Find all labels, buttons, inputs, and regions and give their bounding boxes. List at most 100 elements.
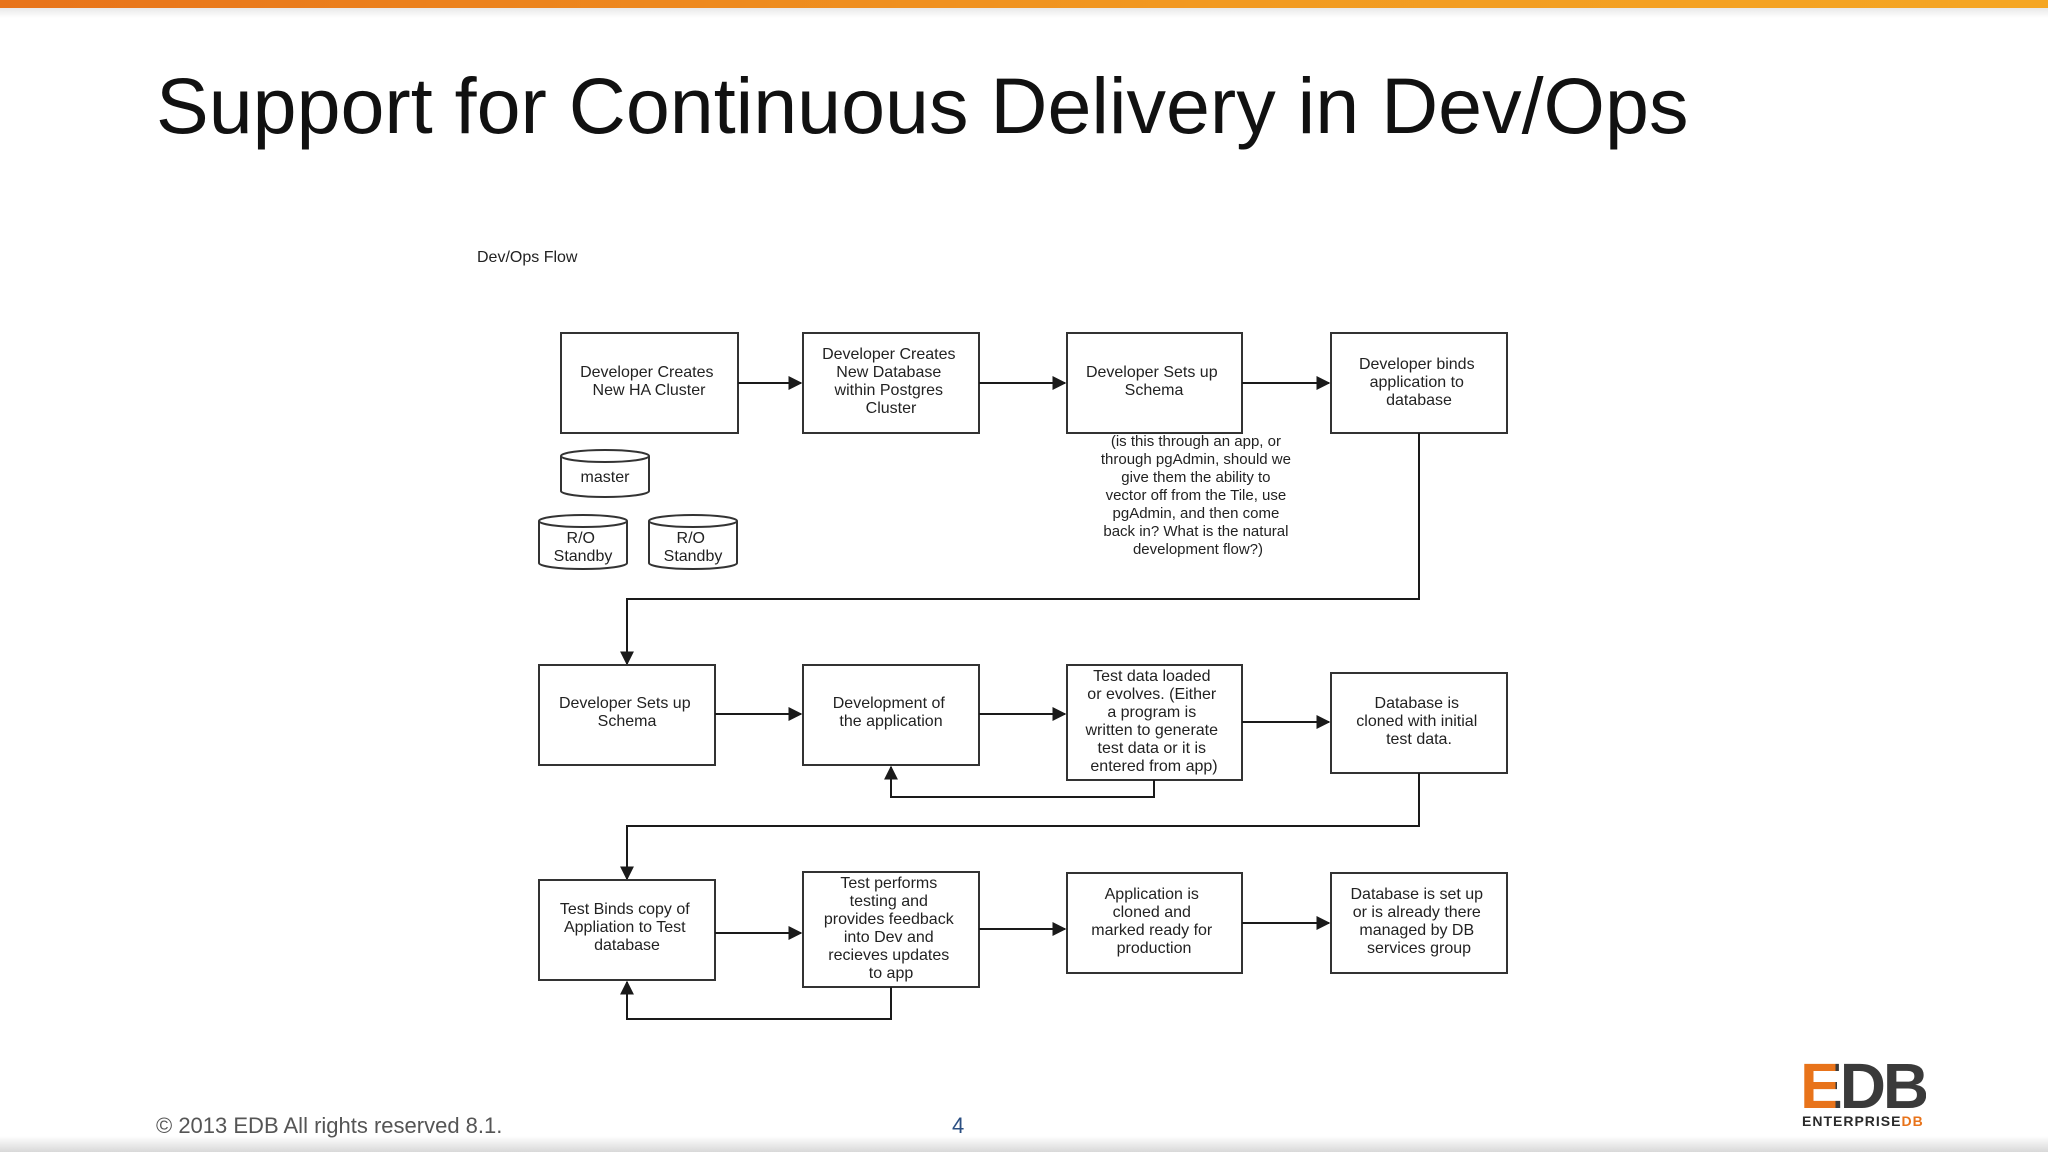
box-line: Developer Creates: [822, 346, 955, 363]
box-text: Test data loaded or evolves. (Either a p…: [1085, 668, 1223, 775]
note-line: pgAdmin, and then come: [1113, 505, 1280, 522]
schema-note: (is this through an app, or through pgAd…: [1101, 433, 1295, 558]
box-line: Test performs: [840, 875, 937, 892]
box-app-cloned: Application is cloned and marked ready f…: [1066, 872, 1243, 974]
logo-subtext: ENTERPRISEDB: [1802, 1113, 1924, 1129]
box-line: Test Binds copy of: [560, 901, 690, 918]
box-line: database: [594, 937, 660, 954]
box-line: cloned and: [1113, 904, 1191, 921]
box-text: Development of the application: [833, 695, 950, 730]
edb-logo: EDB ENTERPRISEDB: [1800, 1054, 1950, 1130]
box-line: the application: [839, 713, 942, 730]
diagram-caption: Dev/Ops Flow: [477, 249, 578, 266]
box-text: Database is set up or is already there m…: [1351, 886, 1488, 957]
box-create-database: Developer Creates New Database within Po…: [802, 332, 980, 434]
box-test-feedback: Test performs testing and provides feedb…: [802, 871, 980, 988]
box-line: testing and: [850, 893, 928, 910]
connector-arrow: [620, 773, 1420, 881]
box-line: Schema: [1125, 382, 1184, 399]
box-line: Development of: [833, 695, 946, 712]
box-text: Test Binds copy of Appliation to Test da…: [560, 901, 694, 954]
footer-shade: [0, 1136, 2048, 1152]
box-test-binds: Test Binds copy of Appliation to Test da…: [538, 879, 716, 981]
box-line: Developer Sets up: [559, 695, 691, 712]
box-line: Database is: [1375, 695, 1460, 712]
box-line: entered from app): [1090, 758, 1217, 775]
box-line: within Postgres: [834, 382, 944, 399]
box-line: managed by DB: [1359, 922, 1474, 939]
box-text: Developer Sets up Schema: [559, 695, 695, 730]
box-line: database: [1386, 392, 1452, 409]
cylinder-label: R/O Standby: [664, 530, 723, 565]
box-line: or evolves. (Either: [1087, 686, 1217, 703]
box-line: recieves updates: [828, 947, 949, 964]
box-setup-schema-2: Developer Sets up Schema: [538, 664, 716, 766]
box-text: Developer Creates New Database within Po…: [822, 346, 960, 417]
box-text: Test performs testing and provides feedb…: [824, 875, 958, 982]
box-test-data: Test data loaded or evolves. (Either a p…: [1066, 664, 1243, 781]
box-text: Application is cloned and marked ready f…: [1091, 886, 1216, 957]
box-line: Developer Creates: [580, 364, 713, 381]
box-line: to app: [869, 965, 914, 982]
box-create-cluster: Developer Creates New HA Cluster: [560, 332, 739, 434]
top-accent-bar: [0, 0, 2048, 8]
note-line: through pgAdmin, should we: [1101, 451, 1291, 468]
box-text: Database is cloned with initial test dat…: [1356, 695, 1481, 748]
box-bind-app: Developer binds application to database: [1330, 332, 1508, 434]
box-line: into Dev and: [844, 929, 934, 946]
box-line: a program is: [1107, 704, 1196, 721]
box-line: written to generate: [1085, 722, 1219, 739]
note-line: give them the ability to: [1121, 469, 1270, 486]
box-line: Developer Sets up: [1086, 364, 1218, 381]
box-line: marked ready for: [1091, 922, 1213, 939]
feedback-arrow: [884, 765, 1155, 798]
box-line: Database is set up: [1351, 886, 1484, 903]
box-line: Cluster: [866, 400, 917, 417]
box-clone-db: Database is cloned with initial test dat…: [1330, 672, 1508, 774]
cylinder-line: R/O: [567, 530, 595, 547]
box-line: New HA Cluster: [593, 382, 707, 399]
box-line: Application is: [1105, 886, 1199, 903]
note-line: vector off from the Tile, use: [1106, 487, 1287, 504]
cylinder-line: Standby: [554, 548, 613, 565]
box-line: or is already there: [1353, 904, 1481, 921]
box-line: New Database: [836, 364, 941, 381]
box-line: Developer binds: [1359, 356, 1475, 373]
cylinder-standby-1: R/O Standby: [538, 514, 628, 570]
feedback-arrow: [620, 980, 892, 1020]
box-text: Developer Creates New HA Cluster: [580, 364, 718, 399]
cylinder-label: R/O Standby: [554, 530, 613, 565]
note-line: (is this through an app, or: [1111, 433, 1281, 450]
logo-wordmark: EDB: [1800, 1050, 1929, 1122]
box-db-setup: Database is set up or is already there m…: [1330, 872, 1508, 974]
top-shade: [0, 8, 2048, 18]
logo-subtext-main: ENTERPRISE: [1802, 1113, 1902, 1129]
note-line: back in? What is the natural: [1103, 523, 1288, 540]
page-number: 4: [952, 1113, 965, 1138]
logo-subtext-accent: DB: [1901, 1113, 1924, 1129]
box-line: Appliation to Test: [564, 919, 686, 936]
box-setup-schema-1: Developer Sets up Schema: [1066, 332, 1243, 434]
cylinder-master: master: [560, 449, 650, 498]
box-line: test data or it is: [1098, 740, 1207, 757]
slide-title: Support for Continuous Delivery in Dev/O…: [156, 61, 1689, 150]
copyright-text: © 2013 EDB All rights reserved 8.1.: [156, 1113, 503, 1138]
box-line: application to: [1370, 374, 1464, 391]
cylinder-standby-2: R/O Standby: [648, 514, 738, 570]
cylinder-line: Standby: [664, 548, 723, 565]
box-line: production: [1117, 940, 1192, 957]
box-line: cloned with initial: [1356, 713, 1477, 730]
box-line: Schema: [598, 713, 657, 730]
note-line: development flow?): [1133, 541, 1263, 558]
cylinder-label: master: [581, 469, 631, 486]
box-text: Developer Sets up Schema: [1086, 364, 1222, 399]
cylinder-line: R/O: [677, 530, 705, 547]
box-line: provides feedback: [824, 911, 955, 928]
box-line: services group: [1367, 940, 1471, 957]
box-line: test data.: [1386, 731, 1452, 748]
box-text: Developer binds application to database: [1359, 356, 1479, 409]
box-line: Test data loaded: [1093, 668, 1210, 685]
box-develop-app: Development of the application: [802, 664, 980, 766]
connector-arrow: [620, 433, 1420, 666]
